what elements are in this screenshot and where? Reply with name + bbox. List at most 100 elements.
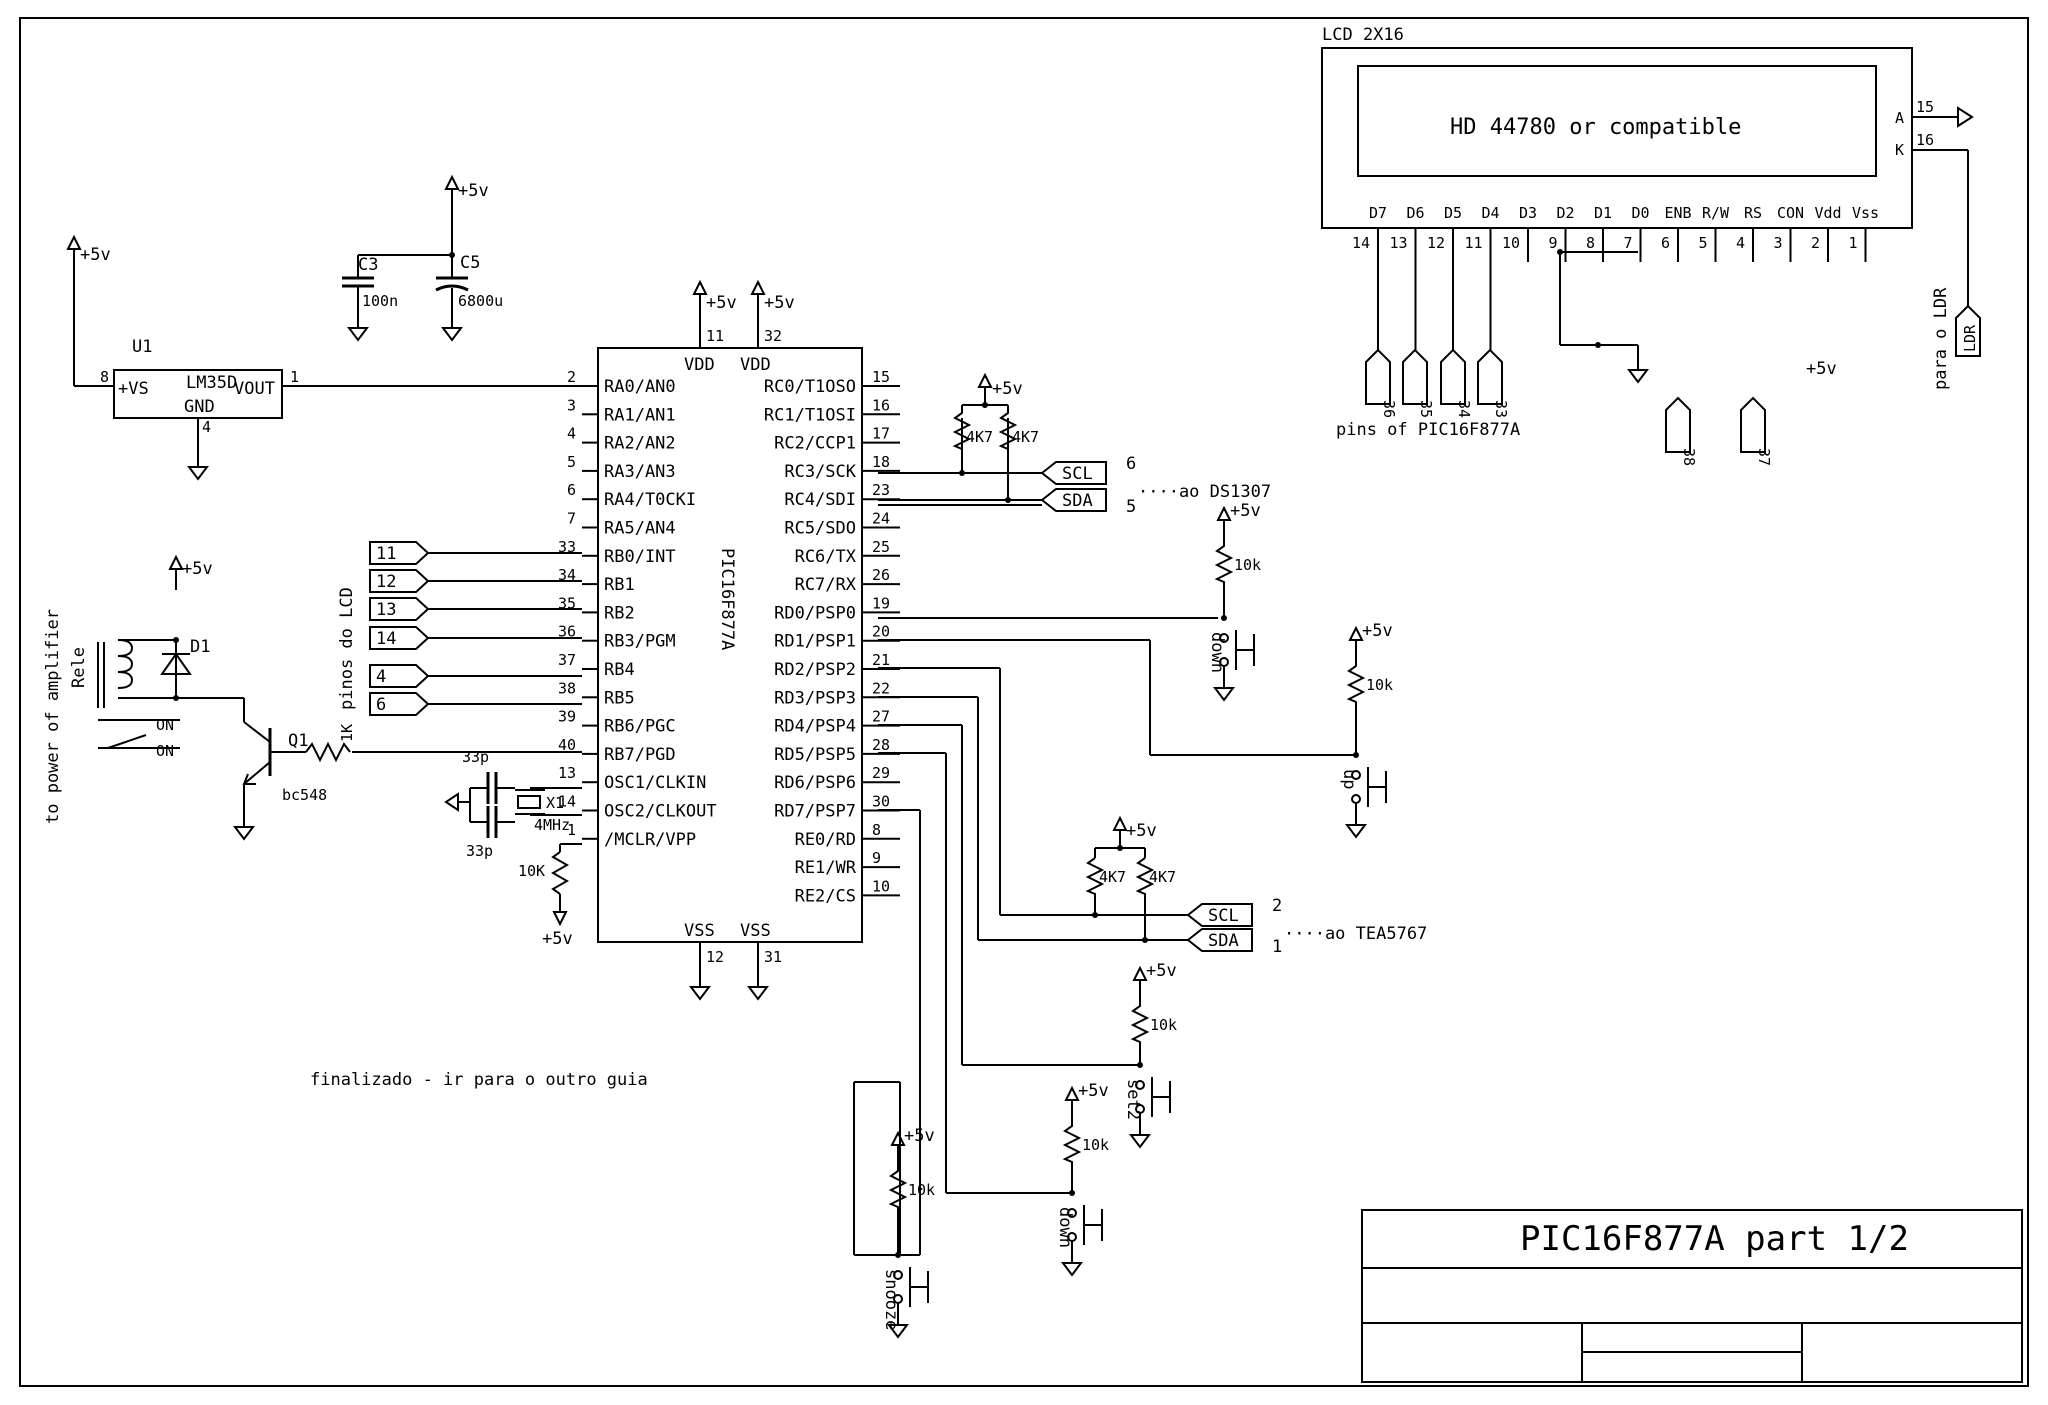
- pic-pin-name: RC1/T1OSI: [764, 405, 856, 425]
- pic-vdd-2: VDD: [740, 355, 771, 375]
- pic-pin-number: 33: [558, 538, 576, 556]
- button-label: up: [1339, 769, 1359, 789]
- pic-pin-name: RE0/RD: [795, 830, 856, 850]
- sensor-pin-gnd: 4: [202, 418, 211, 436]
- pic-vss-2: VSS: [740, 921, 771, 941]
- lcd-pin-a-num: 15: [1916, 98, 1934, 116]
- switch-contact: [1351, 770, 1361, 780]
- pic-pin-number: 15: [872, 368, 890, 386]
- pic-pin-number: 38: [558, 679, 576, 697]
- pic-pin-name: RE2/CS: [795, 886, 856, 906]
- lcd-vdd-supply: +5v: [1806, 359, 1837, 379]
- pic-pin-number: 8: [872, 821, 881, 839]
- pullup-value: 10k: [908, 1181, 935, 1199]
- pic-pin-number: 14: [558, 793, 576, 811]
- pic-pin-number: 22: [872, 679, 890, 697]
- pic-pin-name: RA1/AN1: [604, 405, 676, 425]
- pic-pin-name: RB0/INT: [604, 547, 676, 567]
- pic-pin-number: 29: [872, 764, 890, 782]
- note-text: finalizado - ir para o outro guia: [310, 1070, 648, 1090]
- lcd-pin-number: 8: [1586, 234, 1595, 252]
- lcd-pin-name: R/W: [1702, 204, 1730, 222]
- pullup-resistor: [888, 1165, 908, 1255]
- lcd-pin-number: 7: [1623, 234, 1632, 252]
- switch-contact: [1351, 794, 1361, 804]
- pic-ic: PIC16F877A VDD VDD 11 32 VSS VSS 12 31 2…: [558, 327, 900, 966]
- pic-pin-number: 35: [558, 594, 576, 612]
- lcd-connector-caption: pinos do LCD: [337, 587, 357, 710]
- lcd-connector-label: 11: [376, 544, 396, 564]
- pullup-value: 4K7: [1149, 868, 1176, 886]
- lcd-pins-caption: pins of PIC16F877A: [1336, 420, 1520, 440]
- pic-pin-number: 39: [558, 708, 576, 726]
- pic-pin-name: RC3/SCK: [784, 462, 856, 482]
- supply-arrow: [1132, 965, 1148, 981]
- supply-label: +5v: [1230, 501, 1261, 521]
- lcd-pin-name: Vss: [1852, 204, 1879, 222]
- lcd-pin-k-name: K: [1895, 141, 1904, 159]
- sensor-vout: VOUT: [234, 379, 275, 399]
- component-labels: U1 LM35D +VS GND VOUT 8 4 1 C3 100n C5 6…: [43, 181, 1157, 949]
- pic-pin-name: RC6/TX: [795, 547, 857, 567]
- i2c-tag-label: SDA: [1208, 931, 1239, 951]
- lcd-label: LCD 2X16: [1322, 25, 1404, 45]
- relay-caption: to power of amplifier: [43, 609, 63, 824]
- cap-c3-value: 100n: [362, 292, 398, 310]
- i2c-tag-label: SCL: [1062, 464, 1093, 484]
- i2c-tag: [1186, 928, 1253, 952]
- supply-i2c1: +5v: [992, 379, 1023, 399]
- pic-pin-number: 9: [872, 849, 881, 867]
- pic-pin-number: 37: [558, 651, 576, 669]
- pic-pin-name: RA0/AN0: [604, 377, 676, 397]
- cap-c5-value: 6800u: [458, 292, 503, 310]
- supply-arrow: [1348, 625, 1364, 641]
- lcd-pin-number: 1: [1848, 234, 1857, 252]
- pic-pin-number: 18: [872, 453, 890, 471]
- pic-pin-number: 7: [567, 510, 576, 528]
- pic-pin-name: RC4/SDI: [784, 490, 856, 510]
- pic-vdd-pin-1: 11: [706, 327, 724, 345]
- pic-vss-pin-2: 31: [764, 948, 782, 966]
- lcd-connector-tag: [369, 597, 430, 621]
- pic-pin-number: 1: [567, 821, 576, 839]
- supply-vdd-1: +5v: [706, 293, 737, 313]
- pic-pin-name: RB1: [604, 575, 635, 595]
- pic-pin-number: 16: [872, 396, 890, 414]
- lcd-pin-row: D714D613D512D411D310D29D18D07ENB6R/W5RS4…: [1352, 204, 1879, 350]
- pic-pin-tag: [1440, 348, 1466, 405]
- lcd-connector-tag: [369, 664, 430, 688]
- lcd-pin-number: 9: [1548, 234, 1557, 252]
- pic-vss-1: VSS: [684, 921, 715, 941]
- pic-pin-name: RD1/PSP1: [774, 632, 856, 652]
- supply-label: +5v: [1078, 1081, 1109, 1101]
- pic-pin-number: 21: [872, 651, 890, 669]
- i2c-tag: [1040, 461, 1107, 485]
- i2c-tag: [1186, 903, 1253, 927]
- lcd-pin-a-name: A: [1895, 109, 1904, 127]
- pic-pin-name: /MCLR/VPP: [604, 830, 696, 850]
- pullup-value: 10k: [1366, 676, 1393, 694]
- lcd-connector-tag: [369, 541, 430, 565]
- relay-name: Rele: [69, 647, 89, 688]
- pic-pin-tag-label: 34: [1455, 400, 1473, 418]
- ldr-caption: para o LDR: [1931, 287, 1951, 390]
- i2c-tag-label: SCL: [1208, 906, 1239, 926]
- pullup-resistor: [1130, 1000, 1150, 1065]
- lcd-module: LCD 2X16 HD 44780 or compatible D714D613…: [1321, 25, 1981, 440]
- pic-pin-tag: [1402, 348, 1428, 405]
- lcd-connector-tag: [369, 569, 430, 593]
- osc-cap-top: 33p: [462, 748, 489, 766]
- sensor-gnd: GND: [184, 397, 215, 417]
- sheet-border: [19, 17, 2029, 1387]
- lcd-connector-label: 12: [376, 572, 396, 592]
- pullup-resistor: [1346, 660, 1366, 755]
- pic-pin-name: RC2/CCP1: [774, 434, 856, 454]
- ground-symbol: [1061, 1262, 1083, 1277]
- lcd-pin-k-num: 16: [1916, 131, 1934, 149]
- lcd-connector-label: 4: [376, 667, 386, 687]
- relay-contact-on: ON: [156, 716, 174, 734]
- pic-pin-number: 3: [567, 396, 576, 414]
- pullup-value: 10k: [1150, 1016, 1177, 1034]
- lcd-pin-number: 12: [1427, 234, 1445, 252]
